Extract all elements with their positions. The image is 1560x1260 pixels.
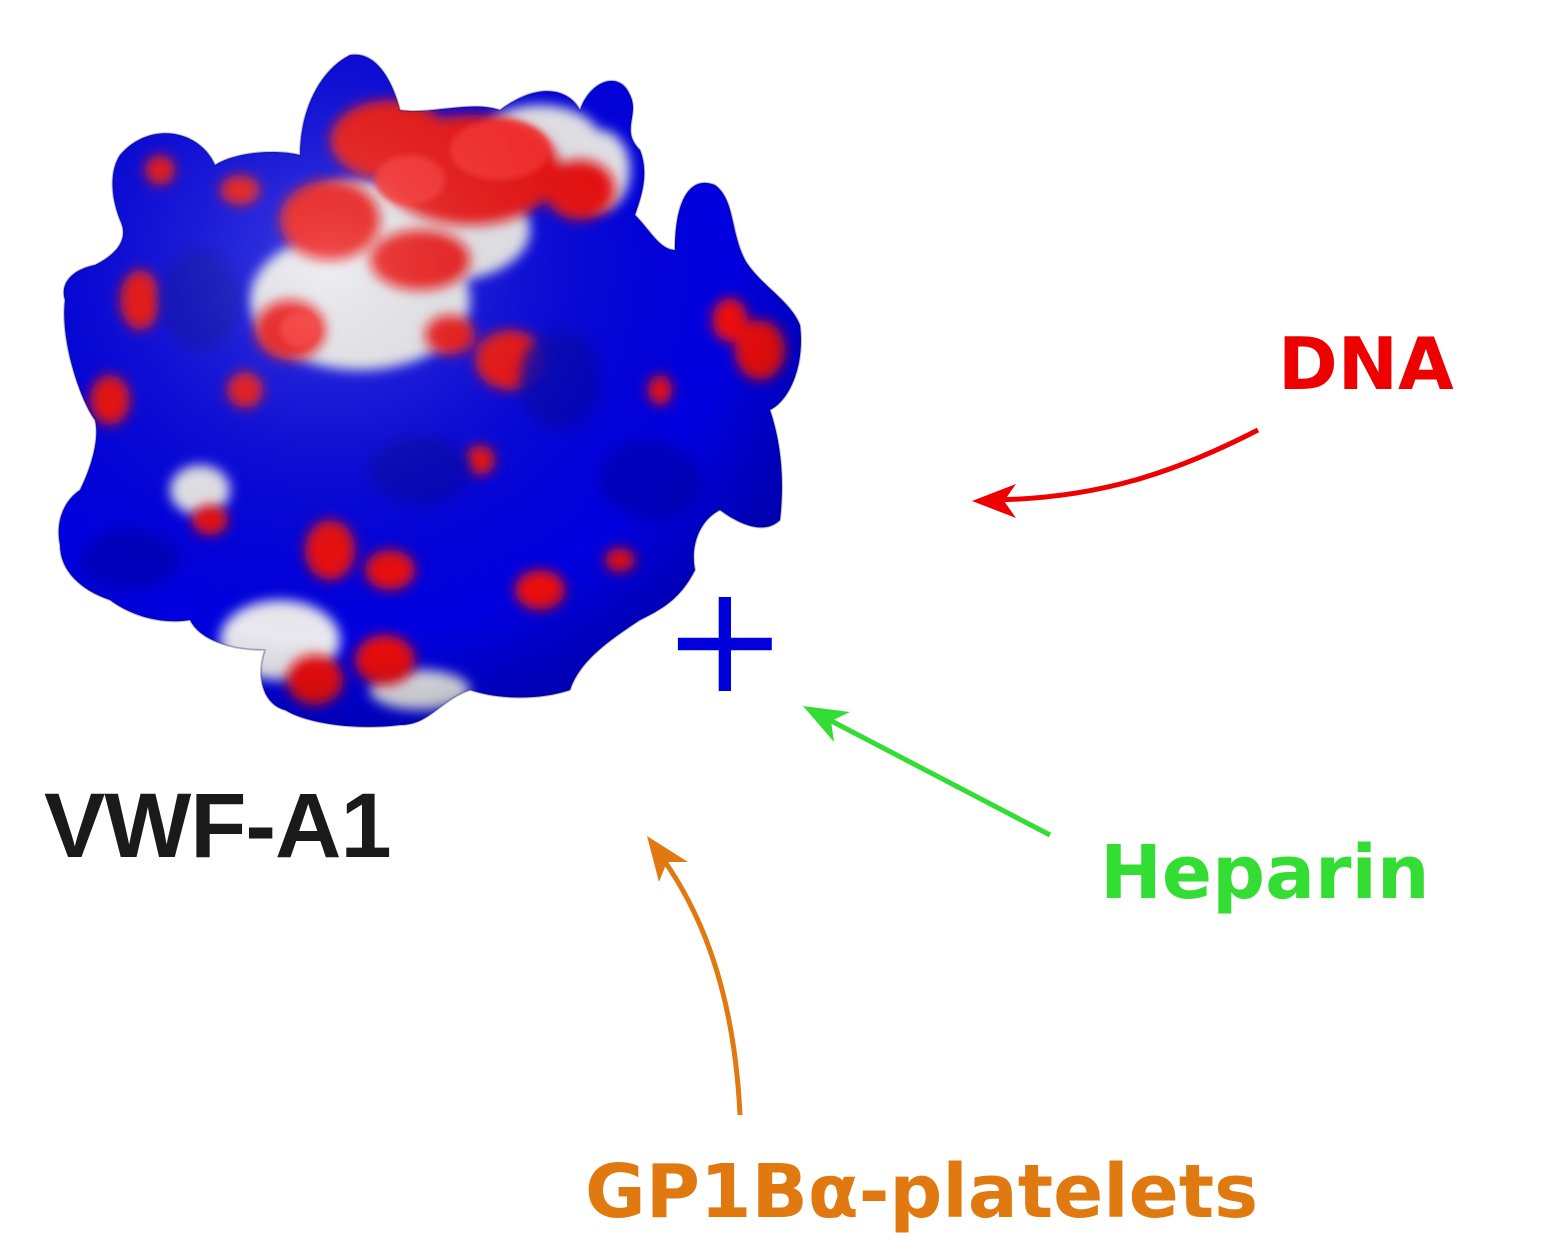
dna-arrow — [972, 427, 1260, 518]
heparin-label: Heparin — [1100, 830, 1430, 916]
dna-label: DNA — [1278, 322, 1454, 406]
positive-charge-sign: + — [662, 553, 788, 727]
gp1b-arrow — [647, 836, 743, 1116]
protein-label: VWF-A1 — [44, 775, 392, 877]
heparin-arrow — [803, 706, 1052, 838]
gp1b-platelets-label: GP1Bα-platelets — [585, 1149, 1259, 1235]
